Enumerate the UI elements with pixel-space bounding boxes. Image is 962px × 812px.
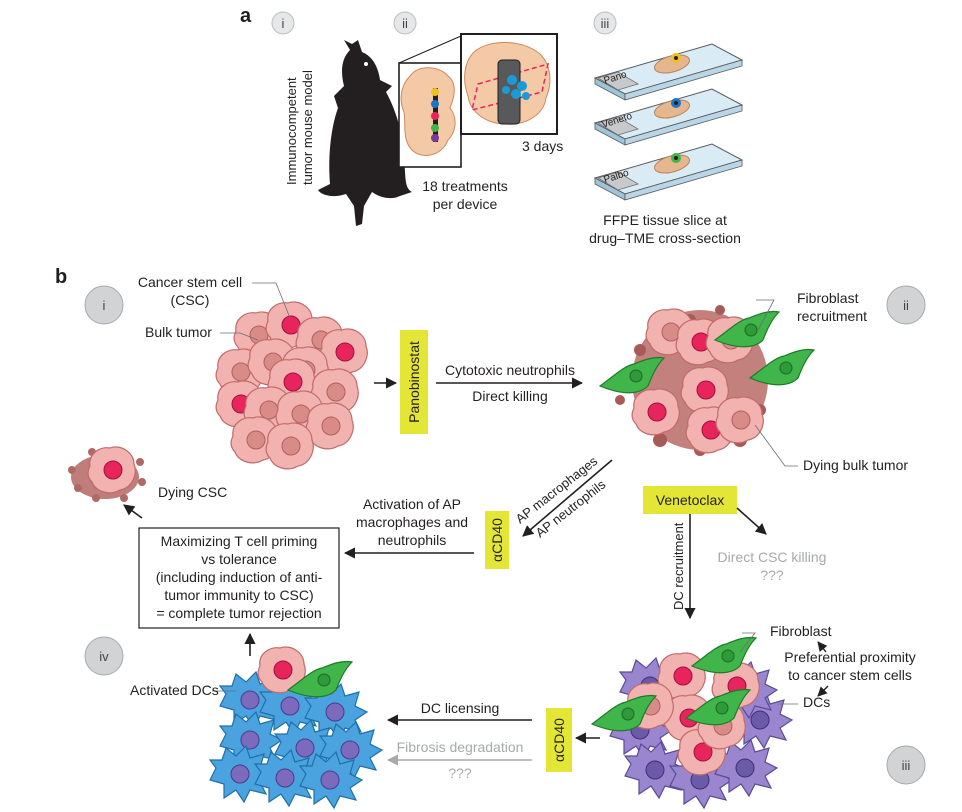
treatments-line2: per device [433, 196, 498, 212]
step-ii-badge: ii [393, 11, 417, 35]
dc-licensing-label: DC licensing [421, 700, 500, 716]
csc-label-line1: Cancer stem cell [138, 274, 242, 290]
outcome-line3: (including induction of anti- [156, 569, 323, 585]
activated-dcs-label: Activated DCs [130, 682, 219, 698]
step-iii-badge: iii [593, 11, 617, 35]
acd40-upper-box [485, 511, 509, 569]
proximity-line1: Preferential proximity [784, 649, 916, 665]
activation-line1: Activation of AP [363, 496, 461, 512]
activation-line3: neutrophils [378, 532, 447, 548]
stage-iii-label: iii [902, 758, 911, 773]
activation-line2: macrophages and [356, 514, 468, 530]
tumor-stage-i [215, 301, 368, 470]
tumor-stage-iii [591, 636, 793, 809]
mouse-silhouette-icon [318, 40, 412, 226]
stage-i-label: i [103, 298, 106, 313]
outcome-line1: Maximizing T cell priming [161, 533, 318, 549]
stage-iv-badge: iv [84, 636, 124, 676]
proximity-line2: to cancer stem cells [788, 667, 912, 683]
stage-i-badge: i [84, 285, 124, 325]
treatments-line1: 18 treatments [422, 178, 508, 194]
slide-1: Pano [593, 43, 744, 101]
panobinostat-label: Panobinostat [406, 341, 422, 423]
outcome-box [138, 527, 340, 629]
fibroblast-recruit-line1: Fibroblast [797, 290, 859, 306]
fibrosis-label: Fibrosis degradation [397, 739, 524, 755]
duration-label: 3 days [522, 138, 563, 154]
stage-iii-badge: iii [886, 745, 926, 785]
direct-csc-unknown: ??? [760, 567, 784, 583]
fibrosis-unknown: ??? [448, 765, 472, 781]
mouse-label-line1: Immunocompetent [284, 77, 299, 185]
step-i-badge: i [271, 11, 295, 35]
panobinostat-box [400, 330, 428, 434]
panel-a-letter: a [240, 5, 252, 27]
panel-b: b i ii iii iv [55, 266, 926, 809]
panel-a: a i ii iii Immunocompetent tumor mouse m… [240, 5, 744, 246]
dying-bulk-label: Dying bulk tumor [803, 457, 908, 473]
step-iii-label: iii [601, 16, 610, 31]
stage-ii-label: ii [903, 298, 909, 313]
csc-label-line2: (CSC) [171, 292, 210, 308]
outcome-line2: vs tolerance [201, 551, 277, 567]
bulk-tumor-label: Bulk tumor [145, 324, 212, 340]
outcome-line4: tumor immunity to CSC) [164, 587, 313, 603]
tumor-stage-ii [599, 305, 815, 456]
tumor-stage-iv [209, 646, 383, 809]
outcome-line5: = complete tumor rejection [156, 605, 321, 621]
dying-csc-cluster [68, 446, 146, 502]
step-ii-label: ii [402, 16, 408, 31]
slide-2: Veneto [593, 88, 744, 146]
slide-3: Palbo [593, 143, 744, 201]
acd40-lower-box [546, 708, 572, 772]
acd40-upper-label: αCD40 [489, 518, 505, 562]
acd40-lower-label: αCD40 [551, 718, 567, 762]
dc-recruitment-label: DC recruitment [671, 522, 686, 610]
stage-ii-badge: ii [886, 285, 926, 325]
mouse-label-line2: tumor mouse model [300, 70, 315, 185]
dcs-label: DCs [803, 694, 830, 710]
venetoclax-label: Venetoclax [656, 492, 725, 508]
panel-b-letter: b [55, 266, 67, 288]
direct-csc-killing-label: Direct CSC killing [718, 549, 827, 565]
fibroblast-label: Fibroblast [770, 623, 832, 639]
direct-killing-label: Direct killing [472, 388, 547, 404]
tumor-device-detail [398, 33, 558, 168]
ffpe-line2: drug–TME cross-section [589, 230, 741, 246]
cytotoxic-label: Cytotoxic neutrophils [445, 362, 575, 378]
fibroblast-recruit-line2: recruitment [797, 308, 867, 324]
step-i-label: i [282, 16, 285, 31]
dying-csc-label: Dying CSC [158, 484, 227, 500]
venetoclax-box [643, 486, 737, 514]
ffpe-line1: FFPE tissue slice at [603, 212, 727, 228]
stage-iv-label: iv [99, 649, 109, 664]
